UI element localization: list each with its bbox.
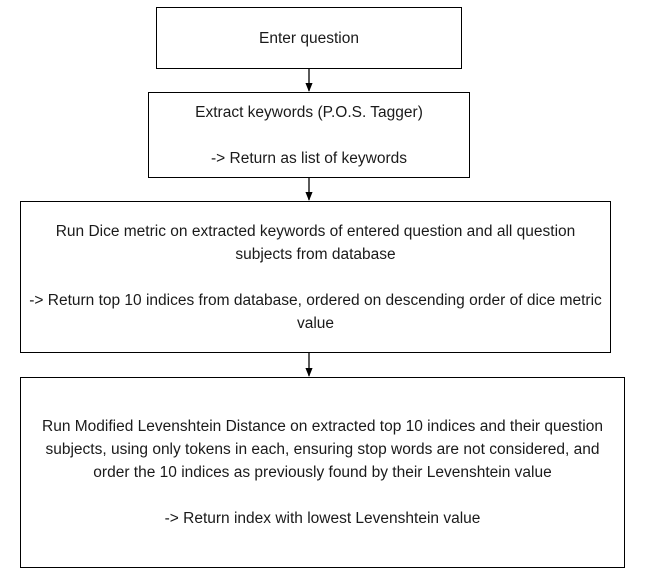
step-3-result: -> Return top 10 indices from database, … <box>29 291 602 332</box>
step-2-result: -> Return as list of keywords <box>211 149 407 167</box>
step-extract-keywords: Extract keywords (P.O.S. Tagger) -> Retu… <box>148 92 470 178</box>
step-3-text: Run Dice metric on extracted keywords of… <box>55 222 576 263</box>
step-enter-question: Enter question <box>156 7 462 69</box>
step-4-text: Run Modified Levenshtein Distance on ext… <box>42 418 603 481</box>
step-dice-metric: Run Dice metric on extracted keywords of… <box>20 201 611 353</box>
step-2-text: Extract keywords (P.O.S. Tagger) <box>195 103 423 121</box>
step-4-result: -> Return index with lowest Levenshtein … <box>164 510 481 527</box>
step-1-text: Enter question <box>259 29 359 47</box>
step-levenshtein: Run Modified Levenshtein Distance on ext… <box>20 377 625 568</box>
